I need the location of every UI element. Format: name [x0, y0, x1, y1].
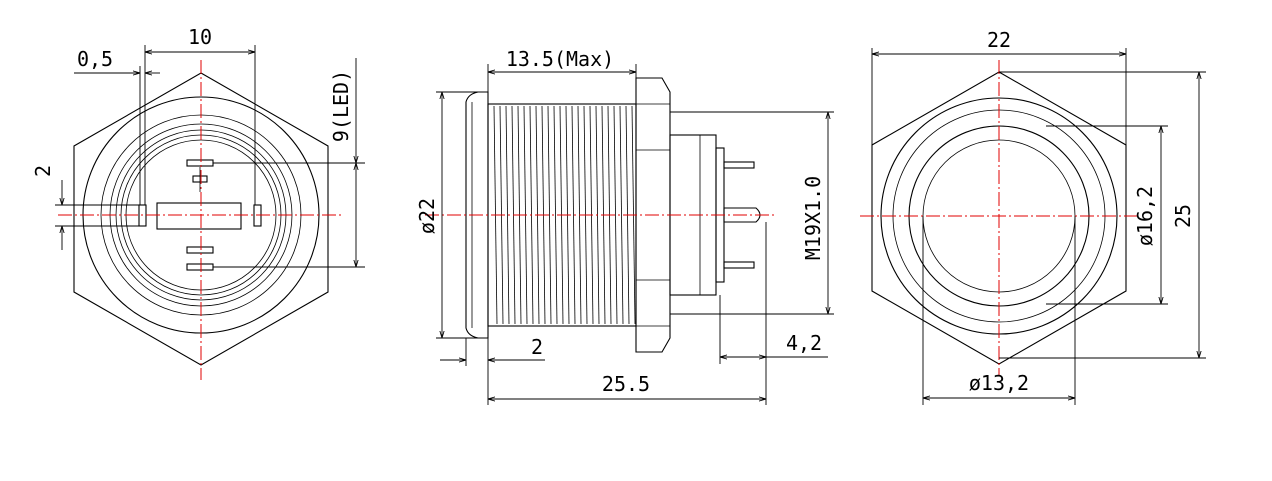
thread-line: [619, 105, 624, 325]
side-label-thread-len: 13.5(Max): [506, 47, 614, 71]
front-led-window: [156, 202, 242, 230]
front-terminal-mid-bottom: [186, 246, 214, 254]
side-label-flange-thk: 2: [531, 335, 543, 359]
back-label-flats: 22: [987, 28, 1011, 52]
side-flange: [465, 91, 489, 339]
side-label-thread: M19X1.0: [801, 176, 825, 260]
front-label-width: 10: [188, 25, 212, 49]
thread-line: [613, 105, 618, 325]
thread-line: [547, 105, 552, 325]
front-terminal-bottom: [186, 263, 214, 271]
back-label-inner: ø13,2: [969, 371, 1029, 395]
side-pin-middle: [723, 207, 761, 223]
front-label-led: 9(LED): [329, 70, 353, 142]
thread-line: [571, 105, 576, 325]
front-label-pin: 2: [31, 165, 55, 177]
front-label-gap: 0,5: [77, 47, 113, 71]
front-terminal-top: [186, 159, 214, 167]
side-pin-bottom: [723, 261, 755, 269]
back-label-ring: ø16,2: [1133, 186, 1157, 246]
back-view: 22 25 ø16,2 ø13,2: [860, 28, 1206, 405]
back-label-corners: 25: [1171, 204, 1195, 228]
front-view: 10 0,5 2 9(LED): [31, 25, 365, 380]
side-label-pin-len: 4,2: [786, 331, 822, 355]
thread-line: [505, 105, 510, 325]
side-pin-top: [723, 161, 755, 169]
side-label-flange-dia: ø22: [415, 198, 439, 234]
thread-line: [553, 105, 558, 325]
side-view: 13.5(Max) ø22 M19X1.0 2 4,2 25.5: [415, 47, 834, 405]
side-label-total: 25.5: [602, 372, 650, 396]
side-nut: [635, 77, 671, 353]
